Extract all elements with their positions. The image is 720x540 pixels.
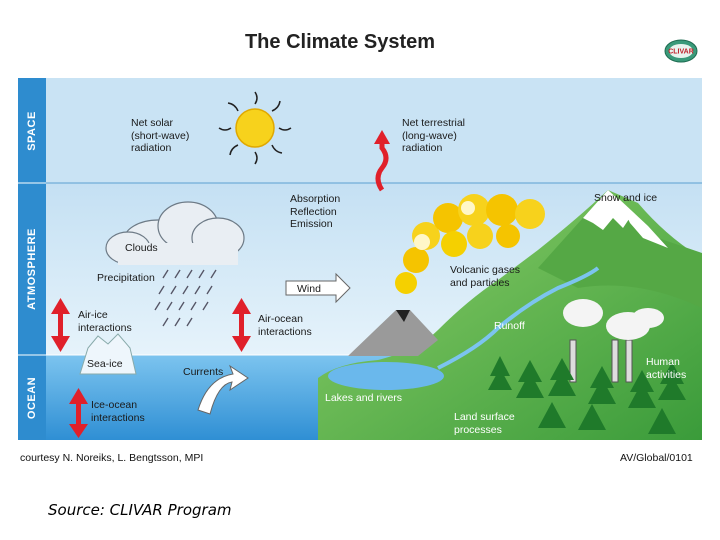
currents-arrow xyxy=(197,364,249,415)
air-ocean-arrow xyxy=(232,298,251,352)
label-air-ice: Air-ice interactions xyxy=(78,309,132,334)
cloud-icon xyxy=(105,201,245,265)
air-ice-arrow xyxy=(51,298,70,352)
wind-arrow xyxy=(285,272,351,304)
lake xyxy=(328,362,444,390)
side-bar xyxy=(18,78,46,440)
space-zone xyxy=(18,78,702,183)
label-lakes: Lakes and rivers xyxy=(325,392,403,404)
volcano xyxy=(348,310,438,356)
label-human: Human activities xyxy=(646,356,687,381)
diagram-title: The Climate System xyxy=(244,31,436,53)
label-net-terrestrial: Net terrestrial (long-wave) radiation xyxy=(402,117,466,154)
label-volcanic: Volcanic gases and particles xyxy=(450,264,521,289)
sun-icon xyxy=(218,91,292,165)
zone-space: SPACE xyxy=(26,110,38,151)
label-clouds: Clouds xyxy=(125,242,158,254)
label-wind: Wind xyxy=(297,283,321,295)
credit-left: courtesy N. Noreiks, L. Bengtsson, MPI xyxy=(20,452,204,464)
longwave-arrow xyxy=(375,140,389,192)
svg-text:CLIVAR: CLIVAR xyxy=(668,49,694,56)
clivar-logo: CLIVAR xyxy=(664,39,698,63)
label-sea-ice: Sea-ice xyxy=(87,358,123,370)
label-absorption: Absorption Reflection Emission xyxy=(290,193,341,230)
ice-ocean-arrow xyxy=(69,388,88,438)
source-caption: Source: CLIVAR Program xyxy=(48,501,232,519)
label-land-surface: Land surface processes xyxy=(454,411,515,436)
label-currents: Currents xyxy=(183,366,224,378)
label-net-solar: Net solar (short-wave) radiation xyxy=(131,117,190,154)
zone-ocean: OCEAN xyxy=(26,376,39,419)
label-ice-ocean: Ice-ocean interactions xyxy=(91,399,145,424)
climate-system-diagram xyxy=(18,78,702,440)
volcanic-plume xyxy=(395,194,545,294)
snow-cap xyxy=(583,190,633,230)
factory xyxy=(563,299,664,383)
precipitation-drops xyxy=(154,269,217,327)
sea-ice xyxy=(79,333,137,375)
forest xyxy=(488,356,686,434)
label-air-ocean: Air-ocean interactions xyxy=(258,313,312,338)
zone-atmosphere: ATMOSPHERE xyxy=(26,228,38,310)
credit-right: AV/Global/0101 xyxy=(620,452,693,464)
river xyxy=(437,266,600,370)
label-runoff: Runoff xyxy=(494,320,525,332)
label-precipitation: Precipitation xyxy=(97,272,155,284)
label-snow-ice: Snow and ice xyxy=(594,192,658,204)
